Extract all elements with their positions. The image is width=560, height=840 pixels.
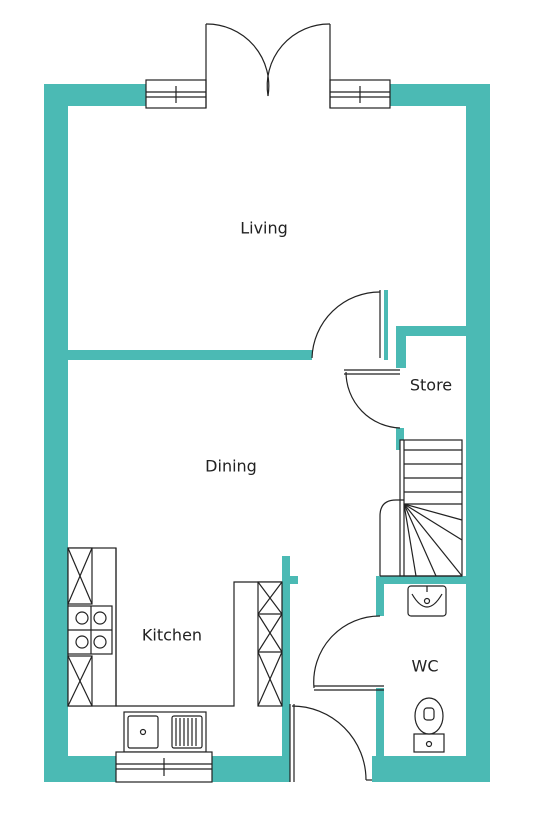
- staircase: [379, 439, 463, 577]
- right-wall: [466, 84, 490, 782]
- room-label-kitchen: Kitchen: [142, 626, 202, 645]
- french-door-swing-right: [266, 23, 331, 97]
- room-label-living: Living: [240, 219, 288, 238]
- internal-walls: [68, 290, 466, 758]
- left-wall: [44, 84, 68, 782]
- entrance-door-swing: [291, 705, 367, 781]
- living-door: [311, 290, 381, 359]
- room-label-wc: WC: [412, 657, 439, 676]
- wc-door: [313, 615, 384, 691]
- french-door-swing-left: [205, 23, 270, 97]
- kitchen-units-right: [257, 581, 283, 707]
- store-door: [344, 369, 401, 429]
- kitchen-hall-stub: [290, 576, 298, 584]
- wc-left-wall-upper: [376, 576, 384, 616]
- entrance-door: [289, 704, 372, 782]
- room-label-store: Store: [410, 376, 452, 395]
- kitchen-hall-wall: [282, 556, 290, 756]
- french-doors: [145, 23, 391, 109]
- room-label-dining: Dining: [205, 457, 257, 476]
- wc-left-wall-lower: [376, 688, 384, 758]
- top-wall-left: [44, 84, 146, 106]
- living-door-swing: [311, 291, 381, 359]
- wc-door-swing: [313, 615, 381, 689]
- living-door-jamb: [384, 290, 388, 360]
- bottom-wall-right: [372, 756, 490, 782]
- kitchen-worktop-outline: [115, 548, 282, 707]
- wc-toilet-bowl: [414, 697, 444, 735]
- kitchen-sink: [123, 711, 207, 753]
- living-dining-wall: [68, 350, 312, 360]
- wc-fittings: [407, 585, 447, 753]
- store-door-swing: [345, 371, 401, 429]
- bottom-wall-left: [44, 756, 116, 782]
- store-left-wall-upper: [396, 326, 406, 368]
- top-wall-right: [390, 84, 490, 106]
- store-top-wall: [396, 326, 466, 336]
- exterior-walls: [44, 84, 490, 782]
- store-left-wall-lower: [396, 428, 404, 450]
- wc-top-wall: [376, 576, 466, 584]
- kitchen-fittings: [67, 547, 283, 783]
- bottom-wall-mid: [212, 756, 290, 782]
- wc-cistern: [413, 733, 445, 753]
